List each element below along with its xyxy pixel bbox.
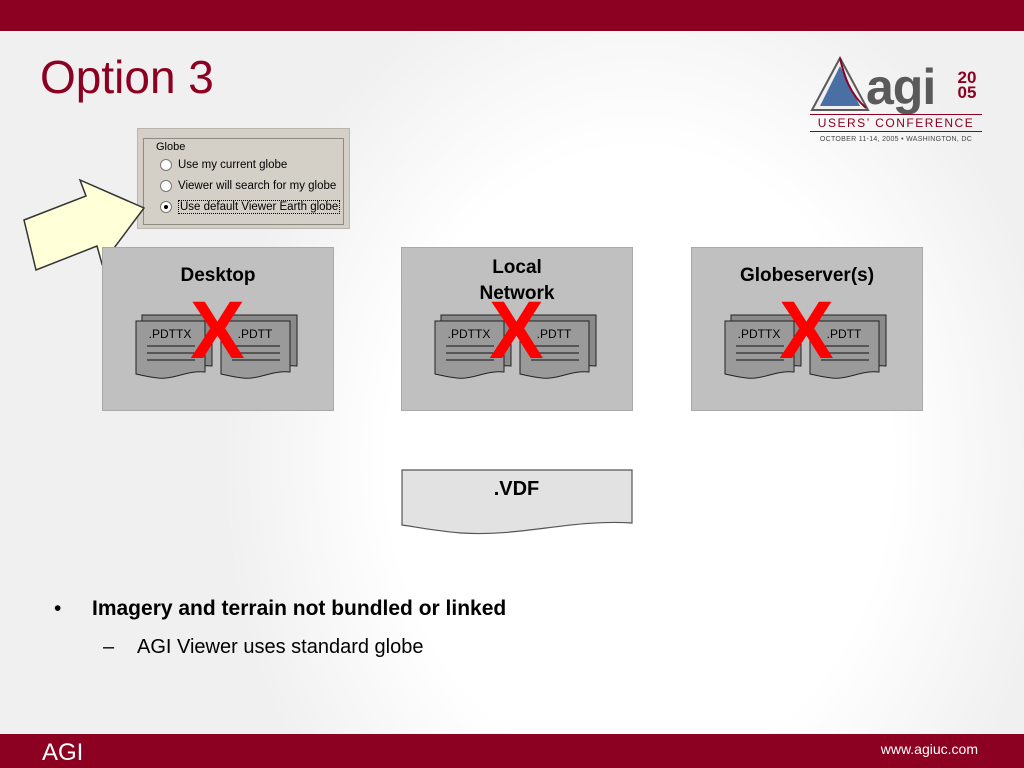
box-title: Local Network bbox=[402, 255, 632, 307]
x-mark: X bbox=[190, 285, 245, 376]
vdf-document-icon bbox=[401, 469, 633, 535]
radio-use-default-globe[interactable]: Use default Viewer Earth globe bbox=[160, 200, 341, 214]
globe-legend: Globe bbox=[154, 141, 188, 153]
top-banner bbox=[0, 0, 1024, 31]
logo-year: 20 05 bbox=[954, 68, 980, 102]
footer-company: AGI bbox=[42, 739, 84, 766]
box-title-line: Network bbox=[479, 283, 555, 304]
x-mark: X bbox=[489, 285, 544, 376]
logo-wordmark: agi bbox=[866, 59, 936, 115]
document-right-icon: .PDTT bbox=[220, 314, 298, 379]
document-right-icon: .PDTT bbox=[519, 314, 597, 379]
radio-use-current-globe[interactable]: Use my current globe bbox=[160, 159, 287, 171]
document-left-icon: .PDTTX bbox=[135, 314, 213, 379]
vdf-label: .VDF bbox=[493, 478, 540, 500]
radio-label: Use my current globe bbox=[178, 159, 288, 171]
bottom-banner bbox=[0, 734, 1024, 768]
bullet-main: Imagery and terrain not bundled or linke… bbox=[92, 597, 507, 620]
box-title: Desktop bbox=[180, 265, 256, 286]
document-label: .PDTT bbox=[827, 327, 862, 341]
agi-conference-logo: agi 20 05 USERS’ CONFERENCE OCTOBER 11-1… bbox=[810, 56, 982, 148]
document-right-icon: .PDTT bbox=[809, 314, 887, 379]
logo-year-bottom: 05 bbox=[957, 83, 977, 102]
document-left-icon: .PDTTX bbox=[724, 314, 802, 379]
radio-button-selected-icon[interactable] bbox=[160, 201, 172, 213]
document-label: .PDTT bbox=[537, 327, 572, 341]
radio-button-icon[interactable] bbox=[160, 180, 172, 192]
document-left-icon: .PDTTX bbox=[434, 314, 512, 379]
globe-groupbox: Globe Use my current globe Viewer will s… bbox=[143, 138, 344, 225]
document-label: .PDTTX bbox=[448, 327, 491, 341]
radio-label: Use default Viewer Earth globe bbox=[178, 200, 341, 214]
radio-viewer-search-globe[interactable]: Viewer will search for my globe bbox=[160, 180, 336, 192]
box-title: Globeserver(s) bbox=[739, 265, 875, 286]
logo-conference-text: USERS’ CONFERENCE bbox=[810, 114, 982, 132]
x-mark: X bbox=[779, 285, 834, 376]
logo-year-top: 20 bbox=[957, 68, 977, 87]
globe-options-panel: Globe Use my current globe Viewer will s… bbox=[137, 128, 350, 229]
logo-dates: OCTOBER 11-14, 2005 • WASHINGTON, DC bbox=[819, 136, 973, 143]
radio-button-icon[interactable] bbox=[160, 159, 172, 171]
bullet-marker: • bbox=[54, 597, 62, 620]
radio-label: Viewer will search for my globe bbox=[178, 180, 337, 192]
slide-title: Option 3 bbox=[40, 51, 214, 103]
document-label: .PDTTX bbox=[149, 327, 192, 341]
footer-url[interactable]: www.agiuc.com bbox=[880, 741, 978, 757]
sub-bullet-marker: – bbox=[103, 636, 115, 658]
logo-triangle-icon bbox=[810, 56, 870, 111]
document-label: .PDTT bbox=[238, 327, 273, 341]
box-title-line: Local bbox=[492, 257, 542, 278]
sub-bullet: AGI Viewer uses standard globe bbox=[137, 636, 424, 658]
document-label: .PDTTX bbox=[738, 327, 781, 341]
